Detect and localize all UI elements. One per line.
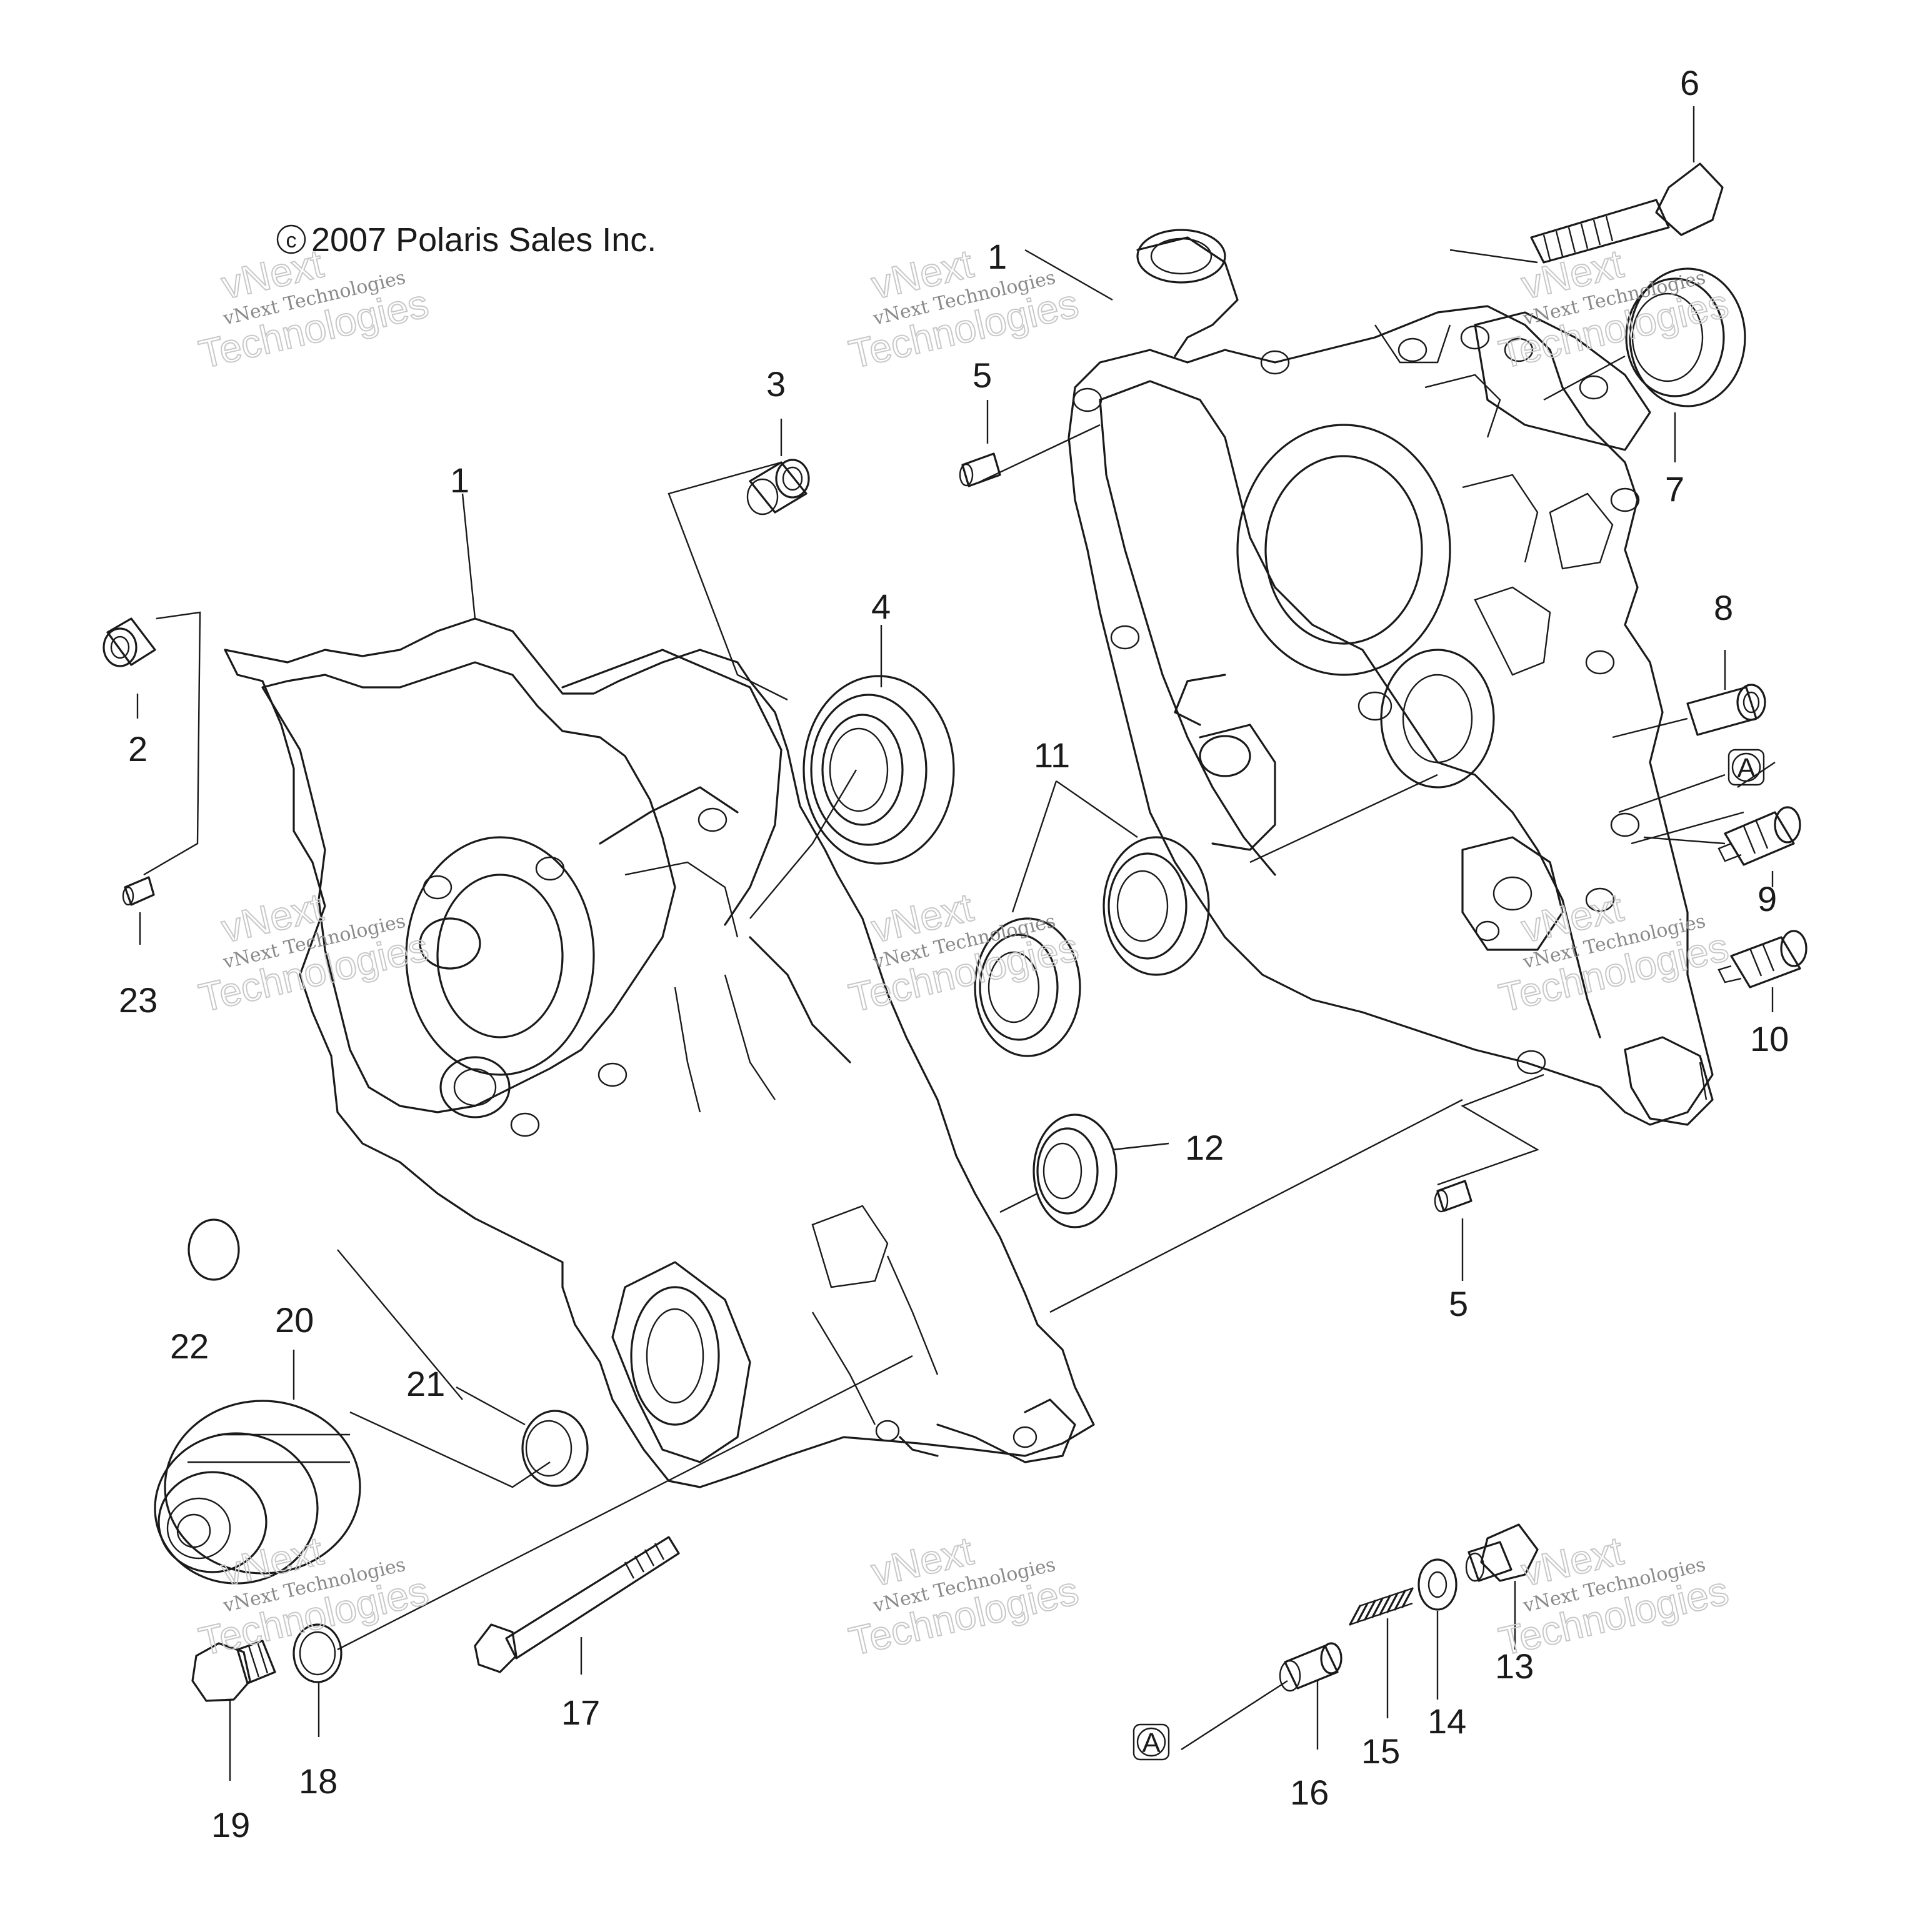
right-crankcase-half: [1068, 229, 1714, 1126]
part-14-washer: [1418, 1558, 1458, 1611]
svg-text:A: A: [1142, 1728, 1161, 1758]
part-22-plug: [188, 1218, 240, 1281]
callout-8: 8: [1714, 588, 1733, 627]
part-18-washer: [292, 1623, 342, 1683]
callout-14: 14: [1428, 1701, 1466, 1741]
copyright-text: 2007 Polaris Sales Inc.: [311, 221, 656, 259]
callout-10: 10: [1750, 1019, 1789, 1058]
copyright-notice: c 2007 Polaris Sales Inc.: [276, 221, 656, 259]
part-5-dowel-pin-bottom: [1434, 1180, 1472, 1213]
callout-2: 2: [128, 729, 148, 769]
callout-22: 22: [170, 1327, 209, 1366]
callout-7: 7: [1665, 469, 1684, 509]
callout-15: 15: [1361, 1731, 1400, 1771]
part-4-bearing: [802, 675, 955, 865]
part-6-bolt: [1530, 162, 1724, 264]
watermark-br: vNext vNext Technologies Technologies: [1494, 1527, 1733, 1665]
part-3-bushing: [746, 459, 810, 515]
part-17-long-bolt: [474, 1536, 680, 1673]
watermark-tc: vNext vNext Technologies Technologies: [844, 240, 1083, 377]
watermarks: vNext vNext Technologies Technologies vN…: [194, 240, 1733, 1665]
watermark-bc: vNext vNext Technologies Technologies: [844, 1527, 1083, 1665]
part-15-spring: [1349, 1587, 1414, 1626]
part-21-seal: [521, 1410, 589, 1487]
callout-3: 3: [766, 364, 786, 404]
callout-13: 13: [1495, 1646, 1534, 1686]
left-crankcase-half: [224, 617, 1095, 1488]
part-9-fitting: [1718, 806, 1801, 866]
watermark-mc: vNext vNext Technologies Technologies: [844, 884, 1083, 1021]
watermark-tl: vNext vNext Technologies Technologies: [194, 240, 433, 377]
callout-20: 20: [275, 1300, 314, 1340]
callout-21: 21: [406, 1364, 445, 1403]
callout-1-left: 1: [450, 461, 469, 500]
callout-6: 6: [1680, 63, 1699, 102]
callout-16: 16: [1290, 1773, 1329, 1812]
watermark-ml: vNext vNext Technologies Technologies: [194, 884, 433, 1021]
callout-numbers: 1 1 2 3 4 5 5 6 7 8 9 10 11 12 13 14 15 …: [119, 63, 1789, 1845]
watermark-mr: vNext vNext Technologies Technologies: [1494, 884, 1733, 1021]
part-23-dowel-pin: [122, 876, 155, 906]
callout-19: 19: [211, 1805, 250, 1845]
callout-11: 11: [1034, 735, 1070, 775]
part-8-bushing: [1686, 684, 1766, 736]
callout-9: 9: [1758, 879, 1777, 919]
callout-5-top: 5: [972, 356, 992, 395]
watermark-bl: vNext vNext Technologies Technologies: [194, 1527, 433, 1665]
callout-5-bottom: 5: [1449, 1284, 1468, 1323]
watermark-tr: vNext vNext Technologies Technologies: [1494, 240, 1733, 377]
callout-17: 17: [561, 1693, 600, 1732]
part-5-dowel-pin-top: [959, 452, 1001, 487]
svg-text:c: c: [286, 229, 297, 252]
leader-lines: [136, 106, 1776, 1781]
part-12-bearing: [1032, 1113, 1118, 1228]
svg-text:A: A: [1737, 753, 1756, 784]
callout-4: 4: [871, 587, 891, 626]
part-19-drain-plug: [191, 1640, 276, 1702]
reference-badge-a-top: A: [1728, 749, 1765, 786]
part-13-bolt: [1465, 1523, 1539, 1582]
part-11-bearings: [974, 836, 1210, 1057]
callout-23: 23: [119, 980, 158, 1020]
callout-18: 18: [299, 1761, 338, 1801]
part-16-plunger: [1279, 1642, 1342, 1692]
callout-1-right: 1: [988, 237, 1007, 276]
part-7-oil-seal: [1625, 267, 1746, 407]
part-10-fitting: [1718, 930, 1808, 988]
part-20-drum: [154, 1400, 361, 1585]
part-2-bushing: [102, 617, 156, 667]
reference-badge-a-bottom: A: [1132, 1723, 1170, 1761]
callout-12: 12: [1185, 1128, 1224, 1167]
